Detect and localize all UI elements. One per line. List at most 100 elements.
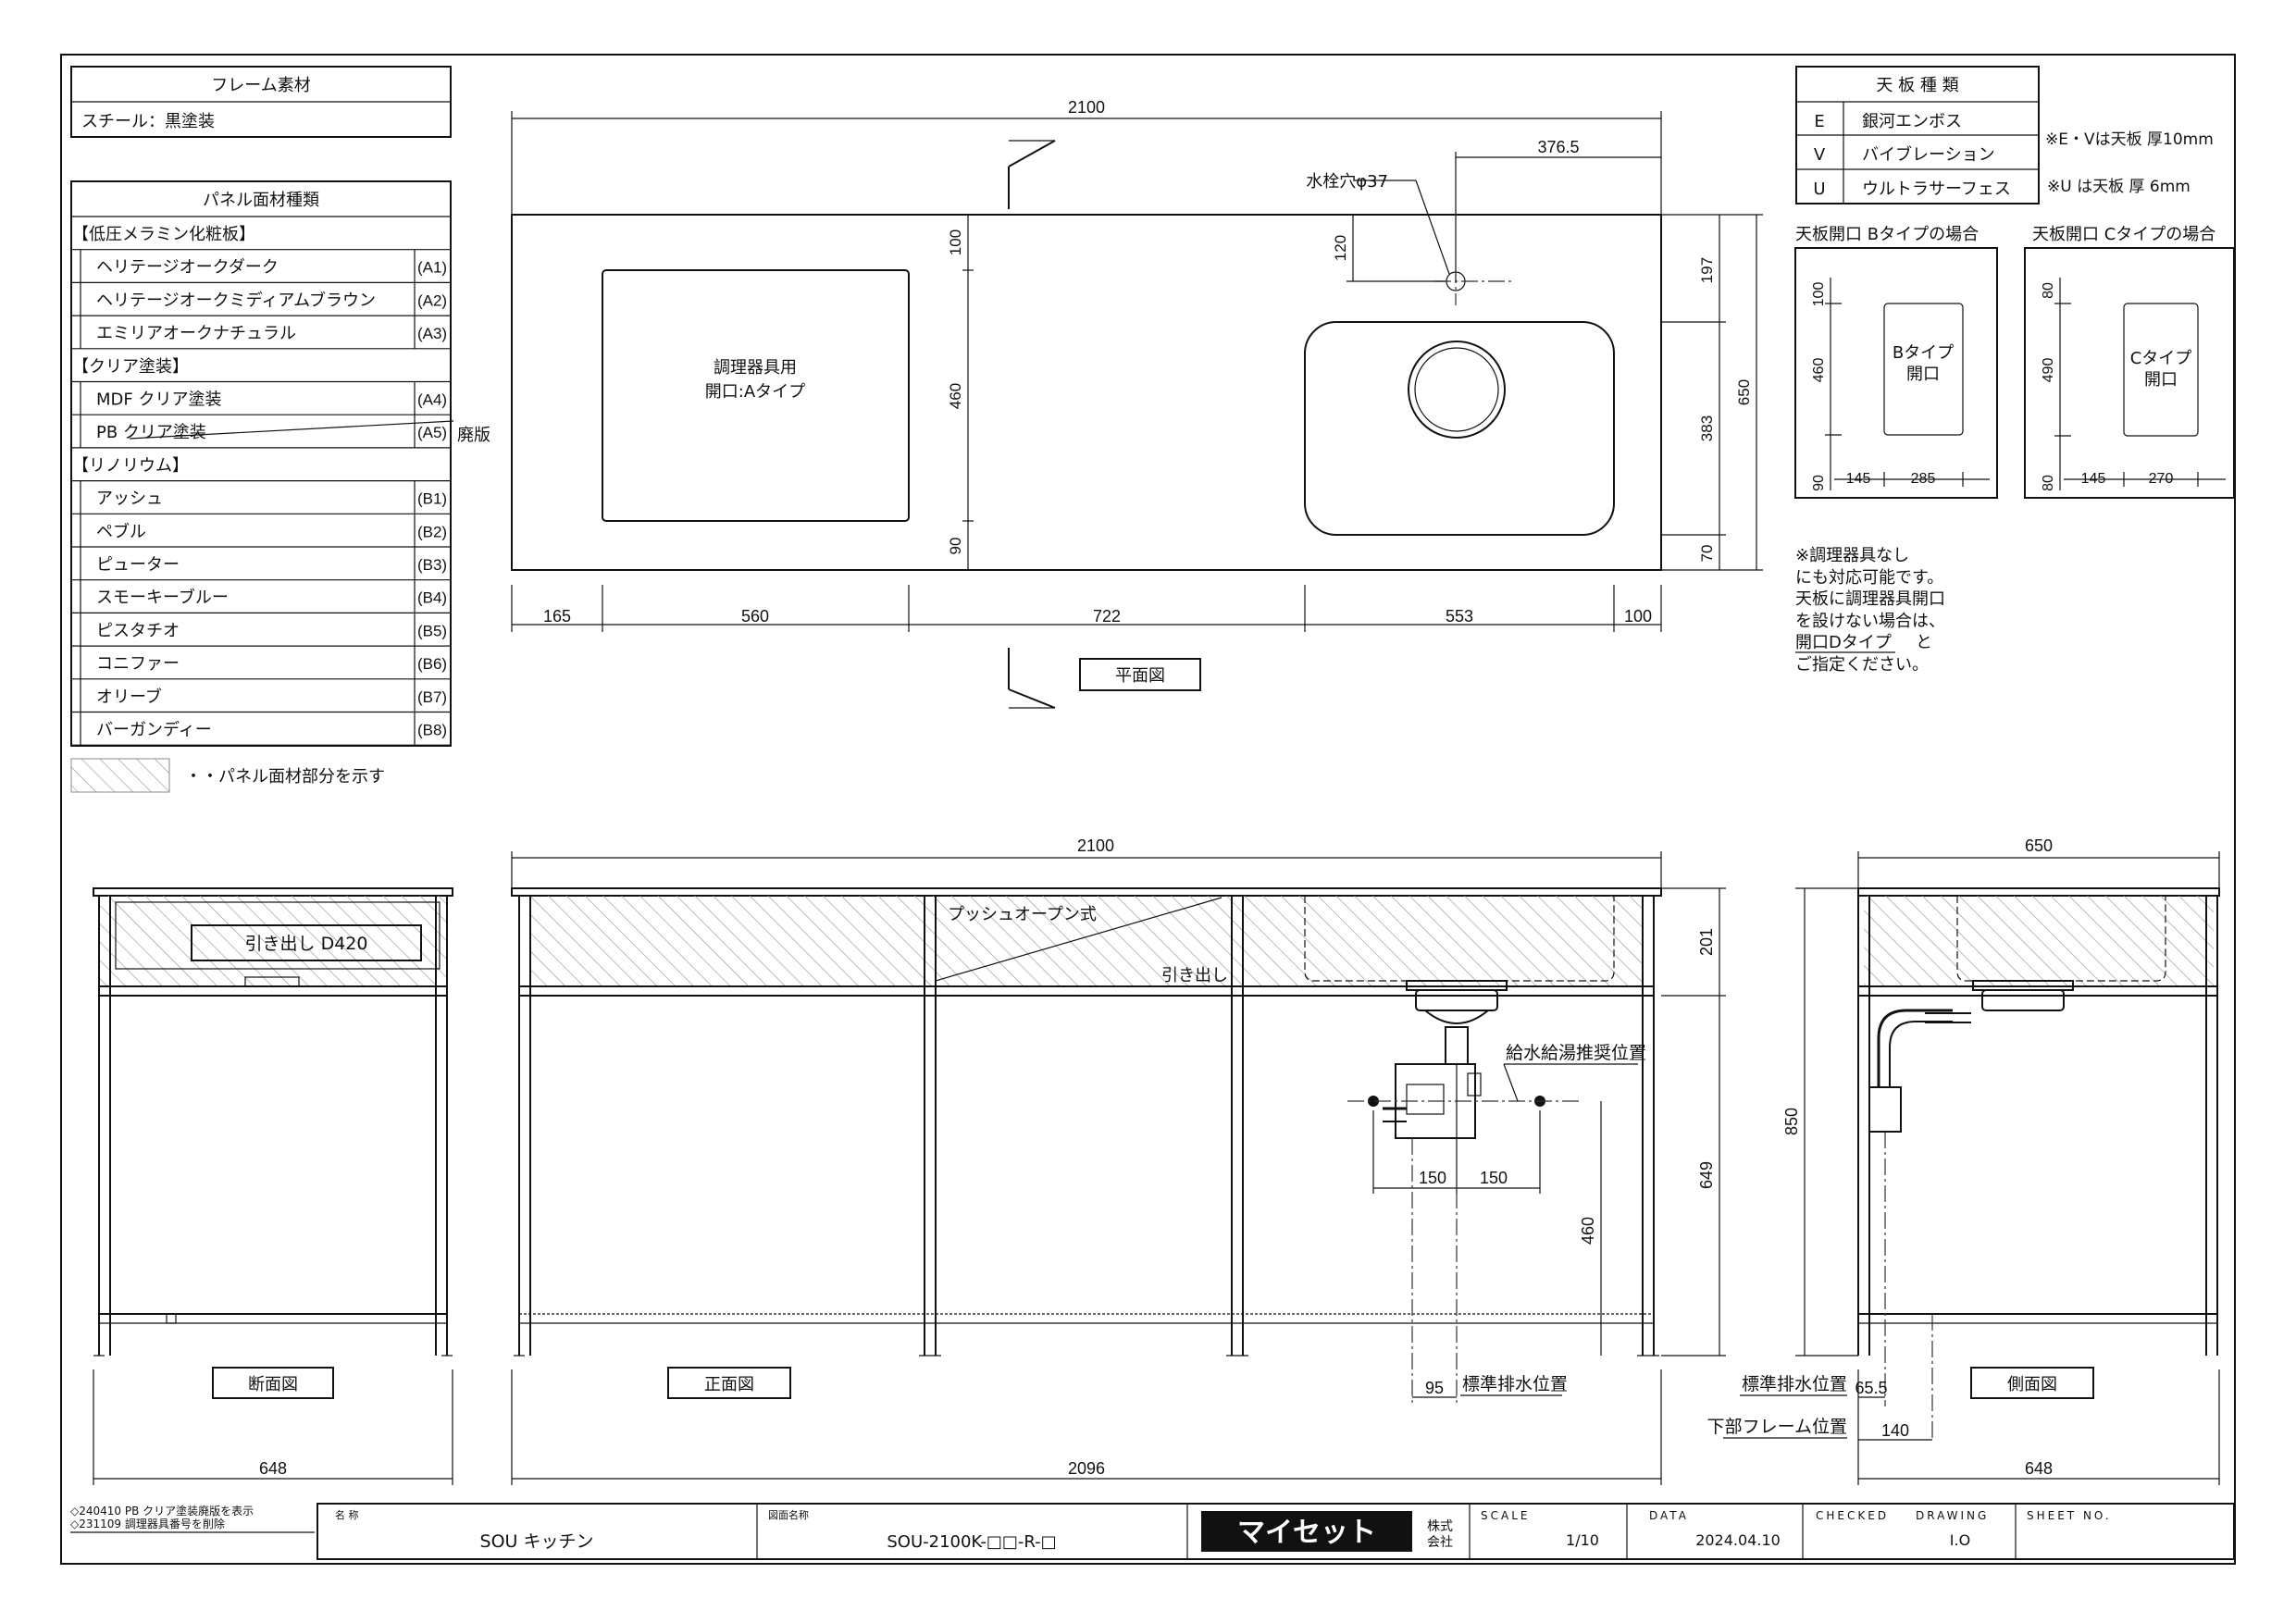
supply-dim-left: 150: [1419, 1169, 1446, 1187]
top-name-u: ウルトラサーフェス: [1862, 180, 2011, 199]
plan-dim-120: 120: [1332, 235, 1349, 261]
lower-frame-label: 下部フレーム位置: [1707, 1417, 1847, 1437]
plan-dim-left-mid: 460: [947, 383, 964, 409]
top-type-table: 天 板 種 類 E 銀河エンボス V バイブレーション U ウルトラサーフェス …: [1795, 66, 2214, 204]
panel-material-code: (A3): [417, 325, 447, 342]
panel-material-code: (B1): [417, 490, 447, 508]
b-dim-top: 100: [1811, 282, 1827, 307]
frame-material-title: フレーム素材: [211, 76, 310, 95]
panel-material-code: (A5): [417, 424, 447, 441]
opening-type-label: 開口:Aタイプ: [705, 382, 805, 402]
panel-material-code: (A2): [417, 291, 447, 309]
drawing-number: SOU-2100K-□□-R-□: [887, 1532, 1056, 1552]
supply-dim-right: 150: [1480, 1169, 1508, 1187]
cooking-opening: [602, 269, 910, 522]
sheet-no-label: SHEET NO.: [2027, 1509, 2112, 1522]
d-type-note: ※調理器具なし にも対応可能です。 天板に調理器具開口 を設けない場合は、 開口…: [1795, 546, 1945, 675]
revision-note: ◇240410 PB クリア塗装廃版を表示: [70, 1504, 254, 1518]
front-view-label: 正面図: [704, 1375, 754, 1394]
section-drawer-label: 引き出し D420: [245, 934, 368, 954]
d-note-line: 天板に調理器具開口: [1795, 589, 1945, 609]
c-dim-left: 145: [2081, 471, 2106, 487]
panel-group-header: 【クリア塗装】: [72, 356, 189, 377]
plan-view-label-box: [1079, 658, 1201, 691]
top-name-v: バイブレーション: [1862, 144, 1995, 165]
panel-material-name: ピスタチオ: [96, 621, 180, 640]
company-suffix: 株式会社: [1427, 1519, 1453, 1550]
d-note-line: ※調理器具なし: [1795, 546, 1909, 565]
d-note-line: にも対応可能です。: [1795, 568, 1943, 588]
panel-material-name: ヘリテージオークミディアムブラウン: [96, 290, 376, 310]
front-dim-649: 649: [1697, 1161, 1716, 1189]
push-open-label: プッシュオープン式: [948, 905, 1097, 924]
panel-material-table: パネル面材種類 【低圧メラミン化粧板】ヘリテージオークダーク(A1)ヘリテージオ…: [70, 180, 490, 747]
c-dim-top: 80: [2041, 282, 2056, 299]
date-label: DATA: [1649, 1509, 1689, 1522]
panel-material-code: (A1): [417, 259, 447, 277]
c-dim-mid: 490: [2041, 358, 2056, 383]
faucet-offset-dim: 376.5: [1537, 138, 1579, 156]
checked-label: CHECKED: [1816, 1509, 1889, 1522]
front-drawer-label: 引き出し: [1161, 966, 1228, 985]
side-bottom-width-dim: 648: [2025, 1459, 2053, 1478]
plan-view-label: 平面図: [1115, 666, 1165, 686]
panel-material-name: ピューター: [96, 555, 180, 575]
side-width-dim: 650: [2025, 836, 2053, 855]
panel-material-code: (B6): [417, 655, 447, 673]
panel-material-name: ペブル: [96, 521, 146, 541]
discontinued-label: 廃版: [457, 426, 490, 445]
sink-bowl: [1304, 321, 1615, 536]
side-height-dim: 850: [1782, 1108, 1801, 1135]
c-type-detail: 天板開口 Cタイプの場合 Cタイプ 開口 80 490 80 145 270: [2024, 225, 2235, 499]
panel-material-name: PB クリア塗装: [96, 422, 206, 442]
panel-legend-text: ・・パネル面材部分を示す: [185, 767, 385, 787]
plan-dim-right-mid: 383: [1698, 415, 1716, 441]
plan-dim-165: 165: [543, 607, 571, 626]
panel-group-header: 【低圧メラミン化粧板】: [72, 225, 255, 244]
product-name: SOU キッチン: [480, 1531, 594, 1552]
d-note-line: 開口Dタイプ: [1795, 633, 1892, 652]
sheet-border: [60, 54, 2236, 1565]
panel-material-name: スモーキーブルー: [96, 588, 229, 608]
drawing-by-label: DRAWING: [1916, 1509, 1989, 1522]
front-bottom-width-dim: 2096: [1068, 1459, 1105, 1478]
side-view: 650 850 標準排水位置 65.5 下部フレーム位置 140: [1707, 836, 2220, 1485]
top-name-e: 銀河エンボス: [1862, 112, 1962, 131]
panel-material-code: (B7): [417, 688, 447, 706]
b-dim-mid: 460: [1811, 358, 1827, 383]
scale-value: 1/10: [1566, 1531, 1599, 1549]
d-note-line: を設けない場合は、: [1795, 612, 1945, 631]
plan-dim-right-bot: 70: [1698, 545, 1716, 563]
faucet-hole-label: 水栓穴φ37: [1306, 172, 1388, 192]
d-note-line: ご指定ください。: [1795, 655, 1929, 675]
plan-width-dim: 2100: [1068, 98, 1105, 117]
plan-dim-560: 560: [741, 607, 769, 626]
front-dim-201: 201: [1697, 928, 1716, 956]
panel-material-name: アッシュ: [96, 489, 163, 509]
drawing-field-label: 図面名称: [768, 1508, 809, 1521]
c-type-label: Cタイプ: [2130, 349, 2192, 368]
company-logo-text: マイセット: [1237, 1517, 1376, 1549]
plan-view: 2100 376.5 調理器具用 開口:Aタイプ 水栓穴φ37 120: [511, 98, 1763, 709]
panel-material-name: エミリアオークナチュラル: [96, 324, 296, 343]
section-view: 引き出し D420 断面図 648: [93, 887, 453, 1485]
panel-material-name: バーガンディー: [96, 721, 212, 740]
top-note-2: ※U は天板 厚 6mm: [2047, 178, 2191, 196]
top-code-e: E: [1814, 112, 1824, 131]
plan-dim-left-bot: 90: [947, 538, 964, 555]
b-type-label-2: 開口: [1906, 365, 1940, 384]
d-note-line: と: [1916, 633, 1932, 652]
date-value: 2024.04.10: [1695, 1531, 1781, 1549]
c-type-title: 天板開口 Cタイプの場合: [2032, 225, 2215, 244]
front-width-dim: 2100: [1077, 836, 1114, 855]
plan-dim-722: 722: [1093, 607, 1121, 626]
name-field-label: 名 称: [335, 1508, 359, 1521]
plan-dim-left-top: 100: [947, 229, 964, 255]
panel-material-code: (A4): [417, 391, 447, 409]
b-dim-left: 145: [1846, 471, 1871, 487]
side-drain-dim: 65.5: [1855, 1379, 1887, 1397]
scale-label: SCALE: [1481, 1509, 1530, 1522]
drawer-box: [191, 924, 422, 961]
panel-material-name: MDF クリア塗装: [96, 390, 221, 410]
